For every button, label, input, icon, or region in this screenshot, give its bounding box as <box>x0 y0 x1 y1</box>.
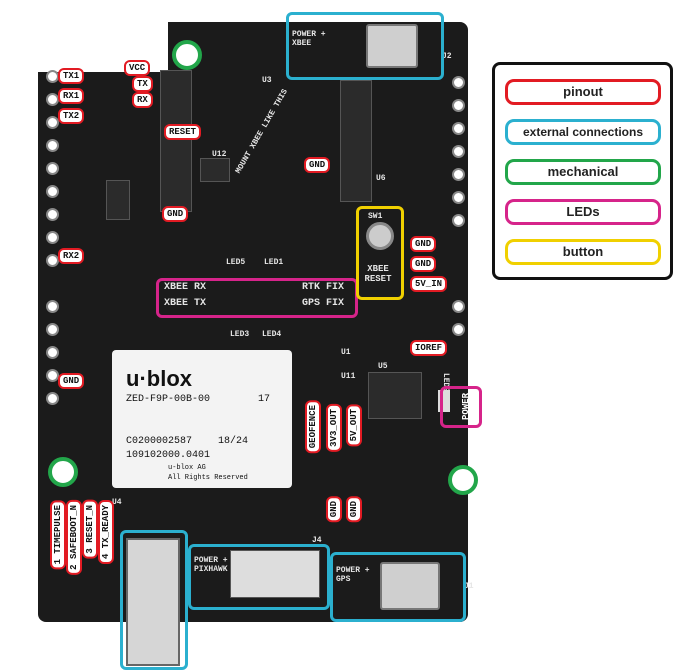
pixhawk-connector[interactable] <box>188 544 330 610</box>
button-ring <box>356 206 404 300</box>
antenna-connector[interactable] <box>126 538 180 666</box>
gps-power-text: POWER + GPS <box>336 566 370 584</box>
led-group-ring <box>156 278 358 318</box>
pin-ioref: IOREF <box>410 340 448 356</box>
pin-5v-in: 5V_IN <box>410 276 448 292</box>
power-led-label: POWER <box>461 393 471 421</box>
module-serial: C0200002587 <box>126 436 193 447</box>
pin-gnd-r2: GND <box>410 256 437 272</box>
pin-tx-ready: 4 TX_READY <box>98 500 114 565</box>
pin-gnd-left: GND <box>58 373 85 389</box>
silk-u11: U11 <box>341 372 356 381</box>
button-label: XBEE RESET <box>364 264 392 284</box>
pin-3v3-out: 3V3_OUT <box>326 404 342 452</box>
mount-hole-left <box>48 457 78 487</box>
pin-gnd-u3: GND <box>304 157 331 173</box>
pin-gnd-r1: GND <box>410 236 437 252</box>
pin-reset-n: 3 RESET_N <box>82 500 98 559</box>
silk-led5: LED5 <box>226 258 246 267</box>
silk-u3: U3 <box>262 76 272 85</box>
pin-vcc: VCC <box>124 60 151 76</box>
pin-tx1: TX1 <box>58 68 85 84</box>
silk-j2: J2 <box>442 52 452 61</box>
xbee-reset-button[interactable] <box>366 222 394 250</box>
pin-rx1: RX1 <box>58 88 85 104</box>
pixhawk-power-text: POWER + PIXHAWK <box>194 556 228 574</box>
module-maker: u-blox AG <box>168 464 206 472</box>
pin-gnd-b1: GND <box>326 496 342 523</box>
silk-j1: J1 <box>464 582 474 591</box>
silk-j4: J4 <box>312 536 322 545</box>
led-rtk-fix: RTK FIX <box>302 282 345 293</box>
pin-gnd-u10: GND <box>162 206 189 222</box>
module-code: 109102000.0401 <box>126 450 211 461</box>
silk-u4: U4 <box>112 498 122 507</box>
legend-mechanical: mechanical <box>505 159 661 185</box>
led-gps-fix: GPS FIX <box>302 298 345 309</box>
pin-gnd-b2: GND <box>346 496 362 523</box>
chip-u3 <box>160 70 192 212</box>
pin-tx: TX <box>132 76 153 92</box>
pin-tx2: TX2 <box>58 108 85 124</box>
usb-xbee <box>366 24 418 68</box>
pin-rx: RX <box>132 92 153 108</box>
pin-safeboot: 2 SAFEBOOT_N <box>66 500 82 575</box>
legend-pinout: pinout <box>505 79 661 105</box>
module-part: ZED-F9P-00B-00 <box>126 394 211 405</box>
pin-geofence: GEOFENCE <box>305 400 321 454</box>
chip-u5 <box>368 372 422 419</box>
gps-power-connector[interactable] <box>330 552 466 622</box>
module-rev: 17 <box>258 394 271 405</box>
silk-u5: U5 <box>378 362 388 371</box>
module-date: 18/24 <box>218 436 249 447</box>
led-xbee-tx: XBEE TX <box>164 298 207 309</box>
button-ref: SW1 <box>368 212 383 221</box>
power-led-ring <box>440 386 482 428</box>
pin-rx2: RX2 <box>58 248 85 264</box>
module-brand: u·blox <box>126 366 192 391</box>
module-rights: All Rights Reserved <box>168 474 248 482</box>
legend: pinout external connections mechanical L… <box>492 62 673 280</box>
mount-hole-right <box>448 465 478 495</box>
chip-u10 <box>106 180 130 220</box>
pin-reset: RESET <box>164 124 202 140</box>
xbee-power-text: POWER + XBEE <box>292 30 326 48</box>
pin-5v-out: 5V_OUT <box>346 404 362 447</box>
gps-module: u·blox ZED-F9P-00B-00 17 C0200002587 18/… <box>112 350 292 488</box>
chip-u6 <box>340 80 372 202</box>
silk-led1: LED1 <box>264 258 284 267</box>
usb-gps <box>380 562 440 610</box>
led-xbee-rx: XBEE RX <box>164 282 207 293</box>
silk-led3: LED3 <box>230 330 250 339</box>
legend-external: external connections <box>505 119 661 145</box>
legend-button: button <box>505 239 661 265</box>
legend-leds: LEDs <box>505 199 661 225</box>
chip-u12 <box>200 158 230 182</box>
pin-timepulse: 1 TIMEPULSE <box>50 500 66 570</box>
pixhawk-socket <box>230 550 320 598</box>
silk-led4: LED4 <box>262 330 282 339</box>
silk-u12: U12 <box>212 150 227 159</box>
xbee-power-connector[interactable] <box>286 12 444 80</box>
silk-u1: U1 <box>341 348 351 357</box>
mount-hole-top <box>172 40 202 70</box>
silk-u6: U6 <box>376 174 386 183</box>
antenna-ring <box>120 530 188 670</box>
